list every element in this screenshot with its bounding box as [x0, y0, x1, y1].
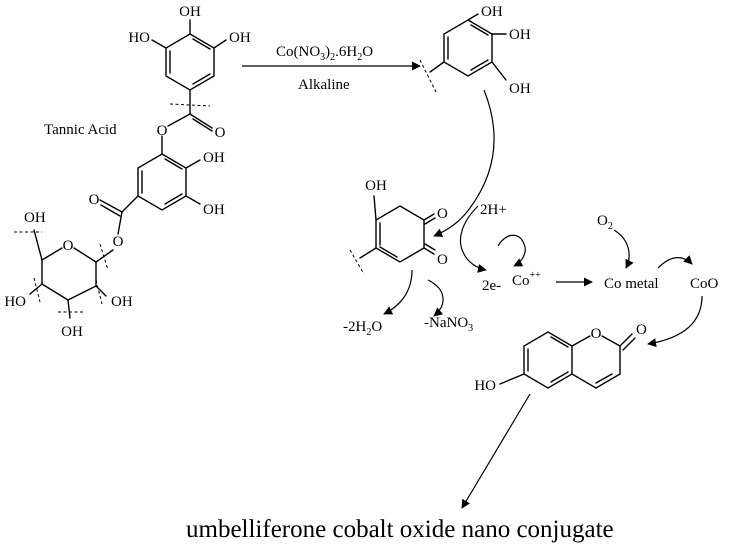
- cobalt-oxide-label: CoO: [690, 276, 719, 292]
- reagent-label: Co(NO3)2.6H2O: [276, 44, 373, 63]
- curved-arrow-nitrate-loss: [427, 279, 444, 317]
- reaction-arrow: Co(NO3)2.6H2O Alkaline: [242, 44, 421, 93]
- curved-arrow-to-electrons: [459, 205, 487, 273]
- group-label: OH: [203, 150, 225, 166]
- cobalt-ion-label: Co++: [512, 270, 541, 289]
- ester-oxygen: O: [113, 234, 124, 250]
- group-label: OH: [509, 81, 531, 97]
- arrow-to-product: [461, 393, 531, 509]
- group-label: HO: [474, 378, 496, 394]
- ring-oxygen: O: [63, 238, 74, 254]
- group-label: OH: [24, 210, 46, 226]
- protons-label: 2H+: [480, 202, 507, 218]
- curved-arrow-electron-transfer: [497, 234, 526, 267]
- group-label: OH: [509, 27, 531, 43]
- water-loss-label: -2H2O: [343, 319, 382, 338]
- group-label: O: [437, 206, 448, 222]
- electrons-label: 2e-: [482, 278, 501, 294]
- group-label: OH: [481, 4, 503, 20]
- gallol-fragment: OH OH OH: [419, 4, 531, 97]
- ring-oxygen: O: [591, 326, 602, 342]
- group-label: OH: [203, 202, 225, 218]
- curved-arrow-oxide-to-umbelliferone: [647, 295, 703, 348]
- condition-label: Alkaline: [298, 77, 350, 93]
- ester-linkage-upper: O O: [157, 113, 226, 155]
- quinone-structure: OH O O: [349, 178, 448, 275]
- oxygen-label: O2: [597, 213, 613, 232]
- group-label: OH: [179, 4, 201, 20]
- curved-arrow-water-loss: [383, 269, 413, 315]
- curved-arrow-to-quinone: [433, 89, 495, 237]
- ester-linkage-lower: O O: [89, 192, 124, 271]
- group-label: OH: [229, 30, 251, 46]
- galloyl-ring-middle: OH OH: [121, 150, 225, 218]
- ester-oxygen: O: [157, 123, 168, 139]
- curved-arrow-oxygen: [613, 229, 634, 269]
- tannic-acid-label: Tannic Acid: [44, 122, 117, 138]
- carbonyl-oxygen: O: [215, 125, 226, 141]
- galloyl-ring-top: OH HO OH: [128, 4, 251, 115]
- group-label: OH: [61, 324, 83, 340]
- carbonyl-oxygen: O: [636, 322, 647, 338]
- tannic-acid-structure: OH HO OH O O Tannic Acid OH OH: [4, 4, 251, 340]
- group-label: OH: [365, 178, 387, 194]
- group-label: OH: [111, 294, 133, 310]
- curved-arrow-metal-to-oxide: [657, 255, 693, 269]
- group-label: O: [437, 252, 448, 268]
- umbelliferone-structure: O O HO: [474, 322, 647, 394]
- cobalt-metal-label: Co metal: [604, 276, 659, 292]
- carbonyl-oxygen: O: [89, 192, 100, 208]
- glucose-ring: O OH HO OH OH: [4, 210, 133, 340]
- group-label: HO: [128, 30, 150, 46]
- group-label: HO: [4, 294, 26, 310]
- nitrate-loss-label: -NaNO3: [424, 315, 473, 334]
- product-caption: umbelliferone cobalt oxide nano conjugat…: [186, 516, 614, 543]
- cobalt-species: 2e- Co++ O2 Co metal CoO: [482, 213, 719, 348]
